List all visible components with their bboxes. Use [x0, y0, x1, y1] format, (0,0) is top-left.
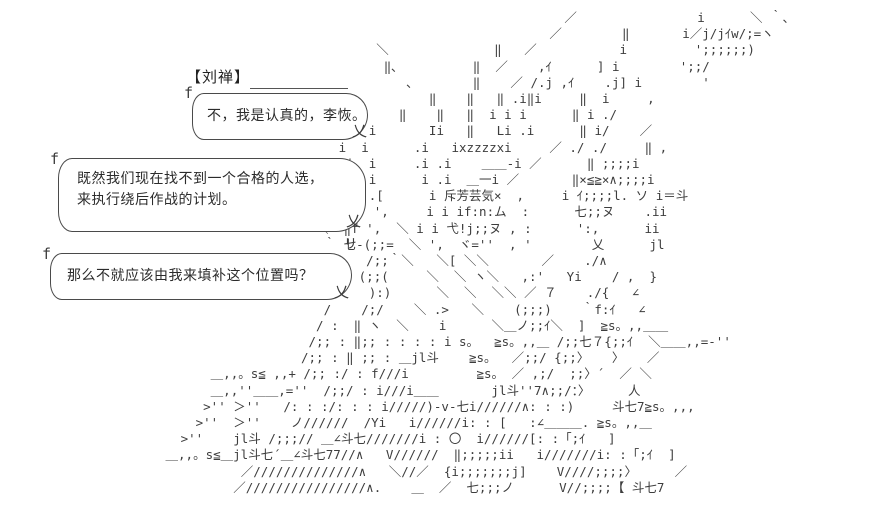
bubble-2-tail-glyph: 乂 [346, 212, 362, 230]
speech-bubble-1: 不，我是认真的，李恢。 [192, 93, 368, 140]
bubble-2-corner-glyph: f [50, 150, 60, 168]
bubble-2-line-2: 来执行绕后作战的计划。 [77, 191, 237, 207]
bubble-3-tail-glyph: 乂 [334, 283, 350, 301]
speaker-underline [250, 88, 348, 89]
bubble-2-line-1: 既然我们现在找不到一个合格的人选， [77, 170, 324, 186]
bubble-1-line-1: 不，我是认真的，李恢。 [207, 107, 367, 123]
speech-bubble-3: 那么不就应该由我来填补这个位置吗？ [50, 253, 352, 300]
speaker-label: 【刘禅】 [186, 69, 251, 86]
ascii-art-character: ／ i ＼ ｀、 ／ ‖ i／j/jｲw/;=ヽ ＼ ‖ ／ i ';;;;;;… [165, 10, 795, 495]
bubble-3-line-1: 那么不就应该由我来填补这个位置吗？ [67, 267, 314, 283]
speech-bubble-2: 既然我们现在找不到一个合格的人选， 来执行绕后作战的计划。 [58, 158, 366, 232]
bubble-2-small-tail-glyph: リ [344, 237, 358, 252]
bubble-3-corner-glyph: f [42, 245, 52, 263]
bubble-1-tail-glyph: 乂 [352, 122, 368, 140]
bubble-1-corner-glyph: f [184, 84, 194, 102]
